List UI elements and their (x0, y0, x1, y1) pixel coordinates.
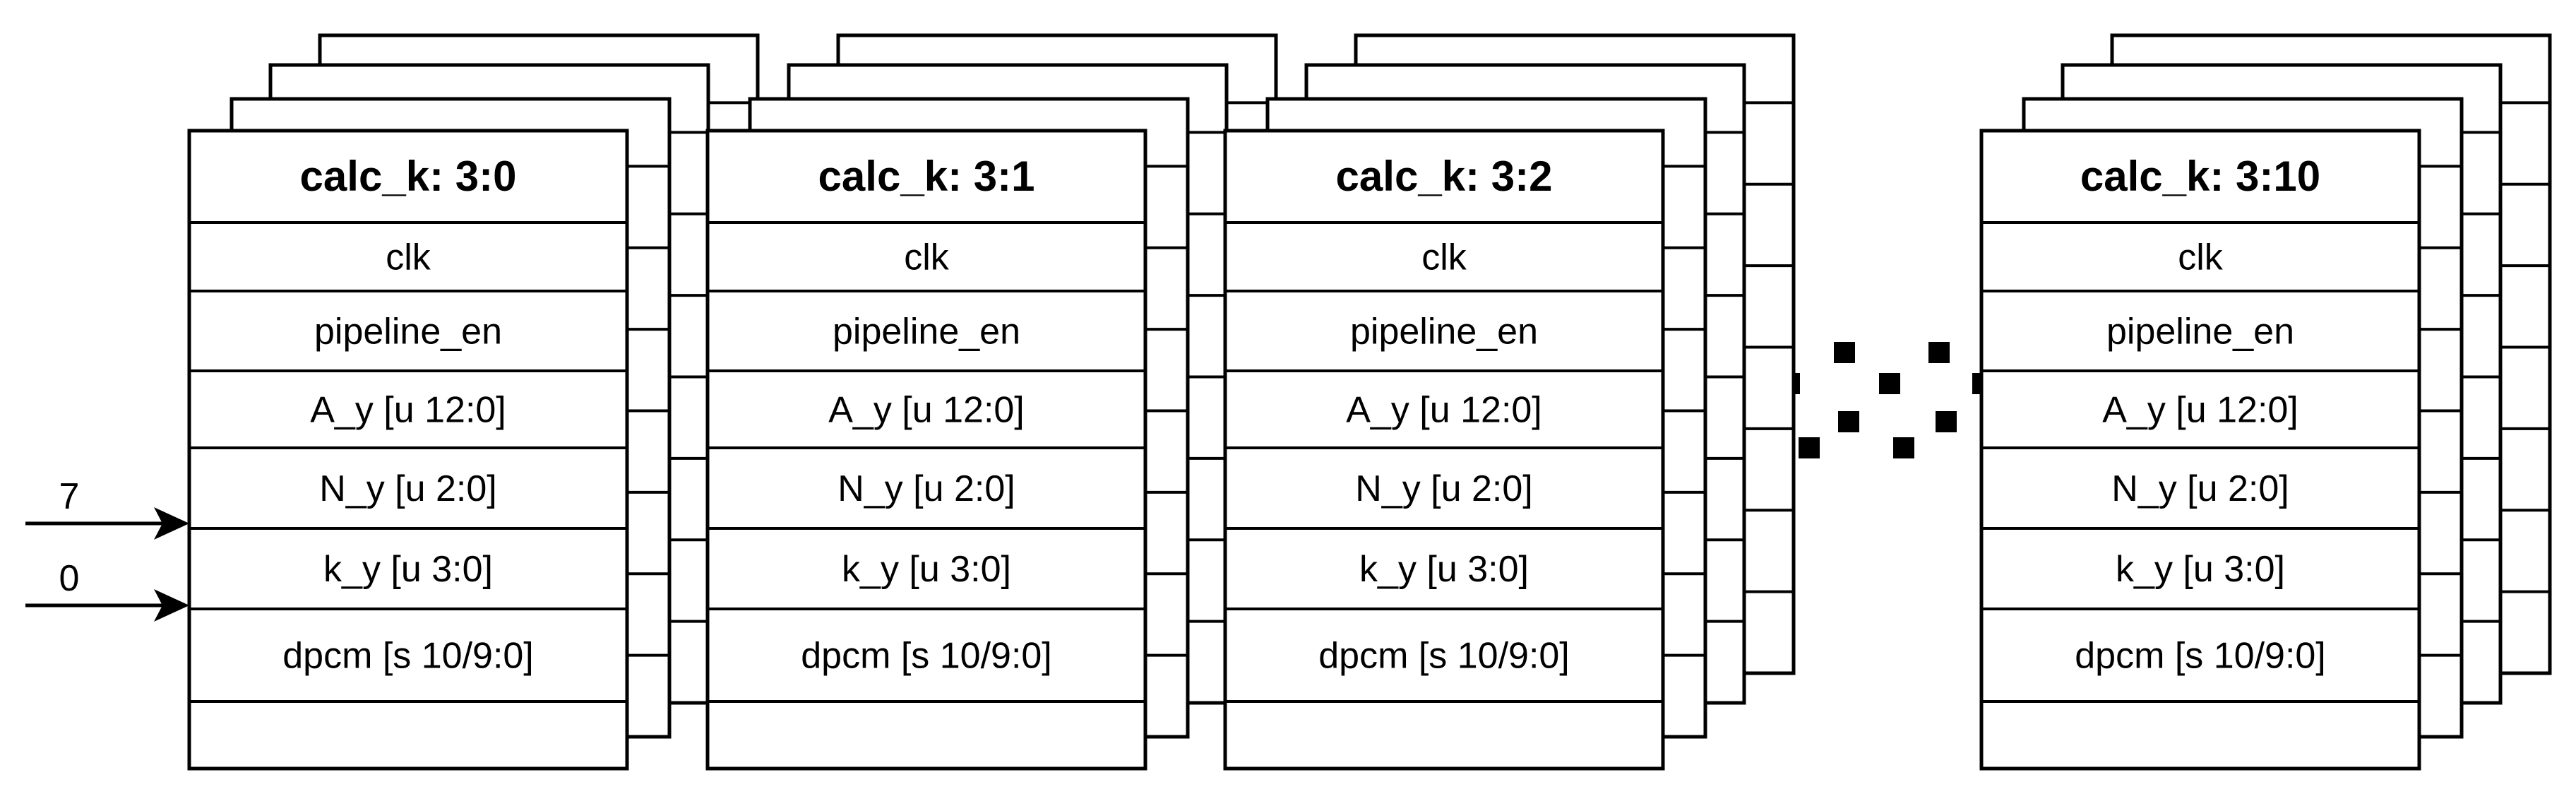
port-label: dpcm [s 10/9:0] (801, 636, 1052, 677)
port-label: A_y [u 12:0] (2102, 390, 2298, 431)
port-label: A_y [u 12:0] (828, 390, 1025, 431)
calc-k-block: calc_k: 3:1 clk pipeline_enA_y [u 12:0] N_y… (705, 33, 1278, 771)
ellipsis-dot (1936, 411, 1957, 432)
port-label: A_y [u 12:0] (310, 390, 506, 431)
ellipsis-dot (1834, 342, 1855, 363)
port-label: N_y [u 2:0] (319, 468, 496, 509)
input-arrowhead-n-y (154, 507, 189, 540)
block-frame (705, 129, 1147, 771)
block-title: calc_k: 3:10 (2080, 153, 2320, 200)
port-label: k_y [u 3:0] (323, 549, 493, 590)
port-label: dpcm [s 10/9:0] (2075, 636, 2326, 677)
port-label: k_y [u 3:0] (842, 549, 1011, 590)
block-frame (187, 129, 629, 771)
port-label: clk (904, 237, 950, 278)
ellipsis-dot (1799, 437, 1820, 458)
port-label: k_y [u 3:0] (2116, 549, 2285, 590)
calc-k-blocks: calc_k: 3:0 clk pipeline_enA_y [u 12:0] N_y… (187, 33, 2552, 771)
input-arrowhead-k-y (154, 589, 189, 622)
port-label: N_y [u 2:0] (2111, 468, 2289, 509)
block-title: calc_k: 3:1 (818, 153, 1035, 200)
front-instance: calc_k: 3:2 clk pipeline_enA_y [u 12:0] N_y… (1223, 129, 1665, 771)
block-frame (1223, 129, 1665, 771)
port-label: dpcm [s 10/9:0] (282, 636, 534, 677)
ellipsis-dot (1838, 411, 1859, 432)
port-label: N_y [u 2:0] (1355, 468, 1532, 509)
port-label: pipeline_en (833, 312, 1020, 352)
port-label: clk (1421, 237, 1467, 278)
port-label: k_y [u 3:0] (1359, 549, 1529, 590)
port-label: dpcm [s 10/9:0] (1318, 636, 1570, 677)
port-label: clk (2178, 237, 2224, 278)
block-frame (1979, 129, 2421, 771)
block-title: calc_k: 3:0 (300, 153, 517, 200)
block-title: calc_k: 3:2 (1336, 153, 1553, 200)
ellipsis-dot (1893, 437, 1914, 458)
port-label: A_y [u 12:0] (1346, 390, 1542, 431)
input-label-7: 7 (59, 476, 80, 517)
port-label: clk (386, 237, 431, 278)
external-inputs: 7 0 (25, 476, 189, 622)
port-label: pipeline_en (314, 312, 502, 352)
calc-k-block: calc_k: 3:0 clk pipeline_enA_y [u 12:0] N_y… (187, 33, 760, 771)
port-label: N_y [u 2:0] (837, 468, 1015, 509)
ellipsis-dot (1879, 373, 1900, 394)
ellipsis-dot (1928, 342, 1950, 363)
port-label: pipeline_en (2106, 312, 2294, 352)
calc-k-block: calc_k: 3:10 clk pipeline_enA_y [u 12:0] N_… (1979, 33, 2552, 771)
ellipsis-dot (1972, 373, 1981, 394)
front-instance: calc_k: 3:0 clk pipeline_enA_y [u 12:0] N_y… (187, 129, 629, 771)
port-label: pipeline_en (1350, 312, 1538, 352)
front-instance: calc_k: 3:10 clk pipeline_enA_y [u 12:0] N_… (1979, 129, 2421, 771)
front-instance: calc_k: 3:1 clk pipeline_enA_y [u 12:0] N_y… (705, 129, 1147, 771)
input-label-0: 0 (59, 558, 80, 599)
calc-k-block: calc_k: 3:2 clk pipeline_enA_y [u 12:0] N_y… (1223, 33, 1796, 771)
